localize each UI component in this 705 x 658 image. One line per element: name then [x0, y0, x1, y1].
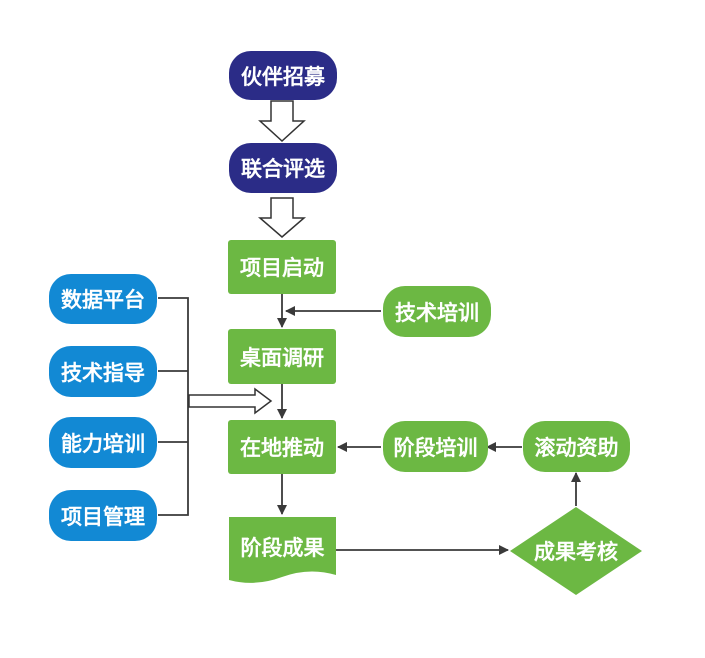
node-label: 项目启动 — [240, 256, 324, 280]
node-label: 阶段成果 — [240, 536, 325, 560]
hollow-arrow-1 — [258, 100, 306, 143]
node-label: 成果考核 — [534, 540, 618, 564]
node-label: 在地推动 — [240, 436, 324, 460]
node-label: 数据平台 — [61, 288, 145, 312]
node-stage-training: 阶段培训 — [383, 421, 488, 472]
hollow-arrow-2 — [257, 197, 307, 238]
node-onsite-promotion: 在地推动 — [228, 420, 336, 474]
node-label: 能力培训 — [61, 431, 145, 456]
node-label: 滚动资助 — [534, 435, 619, 460]
node-capacity-training: 能力培训 — [49, 417, 157, 468]
node-label: 项目管理 — [61, 504, 145, 529]
node-data-platform: 数据平台 — [49, 274, 157, 324]
node-tech-guidance: 技术指导 — [49, 346, 157, 397]
node-label: 技术培训 — [395, 300, 479, 325]
node-desk-research: 桌面调研 — [228, 329, 336, 384]
node-label: 桌面调研 — [240, 345, 324, 370]
node-label: 阶段培训 — [393, 435, 478, 460]
left-bracket — [158, 297, 189, 516]
node-tech-training: 技术培训 — [383, 286, 491, 337]
node-rolling-funding: 滚动资助 — [523, 421, 630, 472]
node-partner-recruit: 伙伴招募 — [229, 51, 337, 100]
node-label: 联合评选 — [241, 157, 325, 181]
stage-results-shape — [229, 517, 336, 583]
hollow-arrow-right — [188, 387, 273, 415]
assessment-diamond — [510, 507, 642, 595]
node-joint-selection: 联合评选 — [229, 143, 337, 193]
node-project-management: 项目管理 — [49, 490, 157, 541]
node-project-launch: 项目启动 — [228, 240, 336, 294]
node-results-assessment: 成果考核 — [518, 529, 634, 573]
node-label: 技术指导 — [61, 360, 145, 385]
node-stage-results: 阶段成果 — [229, 525, 336, 569]
node-label: 伙伴招募 — [241, 64, 325, 89]
